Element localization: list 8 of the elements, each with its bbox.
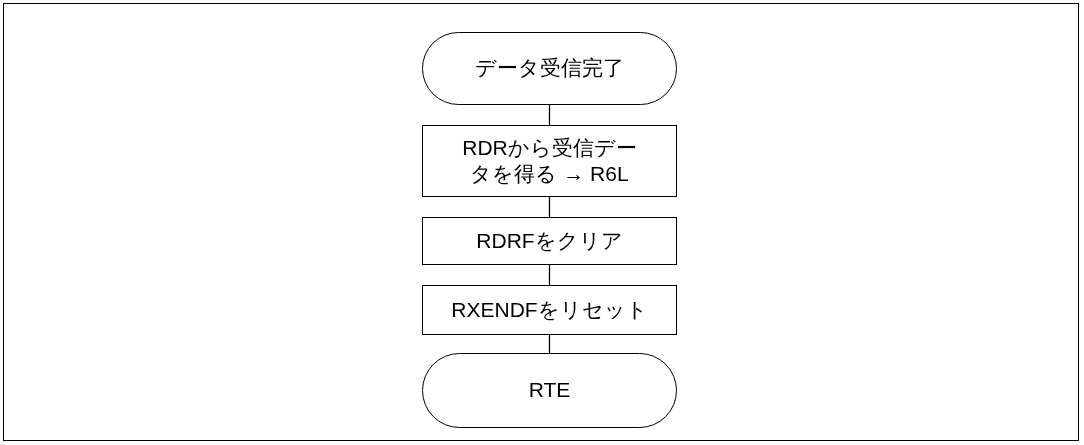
terminal-shape: RTE xyxy=(422,353,677,428)
process-box: RXENDFをリセット xyxy=(422,285,677,335)
connector-line xyxy=(548,196,551,218)
process-box: RDRFをクリア xyxy=(422,217,677,265)
connector-line xyxy=(548,104,551,126)
terminal-shape: データ受信完了 xyxy=(422,32,677,105)
connector-line xyxy=(548,264,551,286)
process-box: RDRから受信データを得る → R6L xyxy=(422,125,677,197)
